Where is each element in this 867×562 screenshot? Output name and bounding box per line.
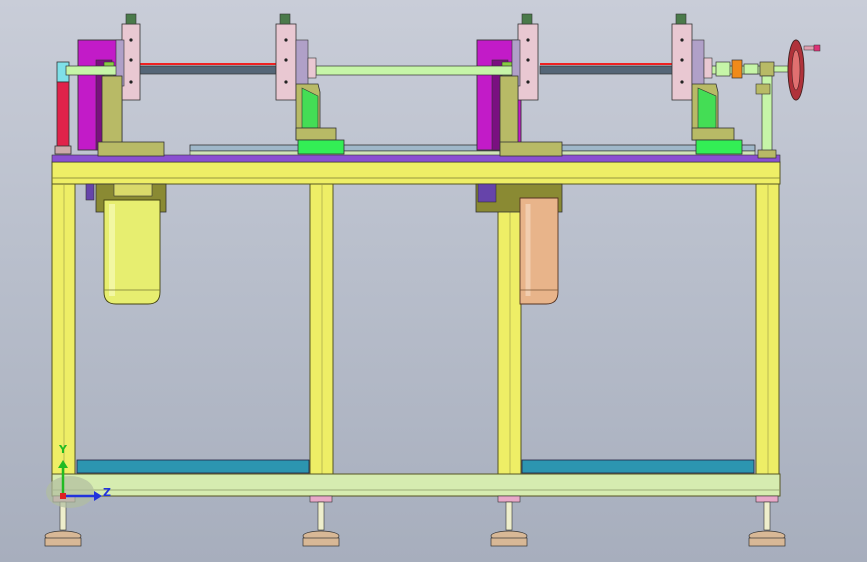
left-bottom-tray[interactable] bbox=[76, 459, 310, 474]
chuck-assembly-1[interactable] bbox=[97, 13, 165, 157]
main-shaft[interactable] bbox=[65, 63, 761, 76]
handwheel[interactable] bbox=[773, 39, 821, 101]
left-sensor-post[interactable] bbox=[54, 61, 72, 155]
right-motor[interactable] bbox=[475, 183, 563, 305]
linear-slide-rail[interactable] bbox=[51, 144, 781, 163]
top-frame-beam[interactable] bbox=[51, 161, 781, 185]
bottom-frame-beam[interactable] bbox=[51, 473, 781, 497]
leveling-feet bbox=[44, 495, 786, 547]
triad-z-label: Z bbox=[103, 486, 111, 499]
chuck-assembly-2[interactable] bbox=[275, 13, 345, 155]
chuck-assembly-3[interactable] bbox=[499, 13, 563, 157]
frame-legs bbox=[51, 183, 780, 475]
left-motor[interactable] bbox=[85, 183, 167, 305]
chuck-assembly-4[interactable] bbox=[671, 13, 743, 155]
coordinate-triad bbox=[46, 460, 102, 508]
triad-y-label: Y bbox=[59, 443, 67, 456]
right-bottom-tray[interactable] bbox=[521, 459, 755, 474]
shaft-coupling[interactable] bbox=[715, 59, 759, 79]
right-support-post[interactable] bbox=[755, 61, 777, 159]
